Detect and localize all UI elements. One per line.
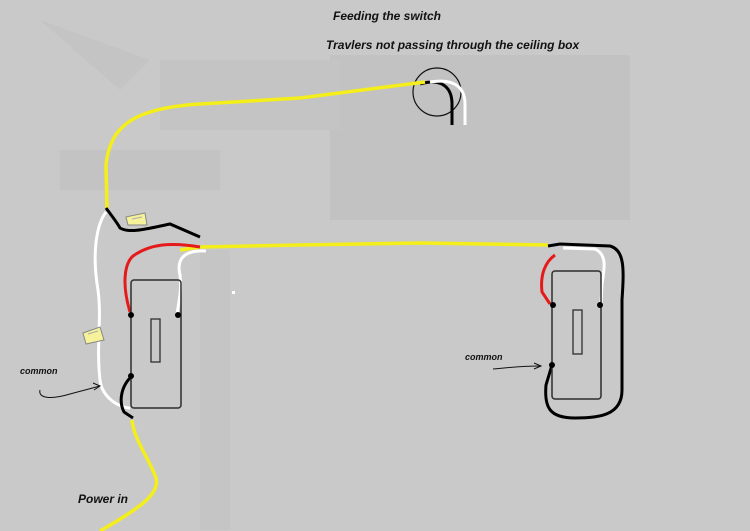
cable-to-ceiling bbox=[104, 80, 426, 209]
left-switch-toggle bbox=[150, 318, 161, 363]
fixture-black-wire bbox=[419, 80, 454, 125]
common-label-right: common bbox=[465, 352, 503, 362]
common-label-left: common bbox=[20, 366, 58, 376]
right-terminal-traveler-2 bbox=[597, 302, 603, 308]
wire-nut-lower bbox=[82, 326, 105, 345]
left-white-neutral bbox=[93, 211, 131, 410]
right-terminal-traveler-1 bbox=[550, 302, 556, 308]
right-red-traveler bbox=[540, 253, 556, 305]
left-common-arrowhead bbox=[92, 382, 102, 391]
stray-mark bbox=[232, 291, 235, 294]
left-white-traveler bbox=[175, 249, 207, 316]
left-terminal-traveler-2 bbox=[175, 312, 181, 318]
right-common-arrow bbox=[492, 365, 541, 370]
left-common-black bbox=[119, 374, 134, 420]
ceiling-box bbox=[412, 67, 467, 125]
left-common-arrow bbox=[39, 385, 101, 398]
left-terminal-common bbox=[128, 373, 134, 379]
left-terminal-traveler-1 bbox=[128, 312, 134, 318]
left-switch-body bbox=[130, 279, 182, 409]
right-switch-toggle bbox=[572, 309, 583, 355]
wire-nut-upper bbox=[125, 212, 148, 226]
right-white-traveler bbox=[562, 246, 606, 305]
left-switch bbox=[128, 279, 182, 409]
power-in-cable bbox=[99, 419, 159, 531]
right-switch bbox=[549, 270, 603, 400]
black-wire-to-nut bbox=[104, 207, 201, 239]
diagram-subtitle: Travlers not passing through the ceiling… bbox=[326, 38, 580, 52]
right-switch-body bbox=[551, 270, 602, 400]
power-in-label: Power in bbox=[78, 492, 129, 506]
diagram-title: Feeding the switch bbox=[333, 9, 442, 23]
right-common-arrowhead bbox=[533, 362, 543, 370]
right-terminal-common bbox=[549, 362, 555, 368]
right-black-loop bbox=[544, 242, 625, 420]
left-red-traveler bbox=[123, 242, 201, 313]
fixture-white-wire bbox=[429, 79, 467, 125]
cable-between-switches bbox=[179, 241, 549, 252]
